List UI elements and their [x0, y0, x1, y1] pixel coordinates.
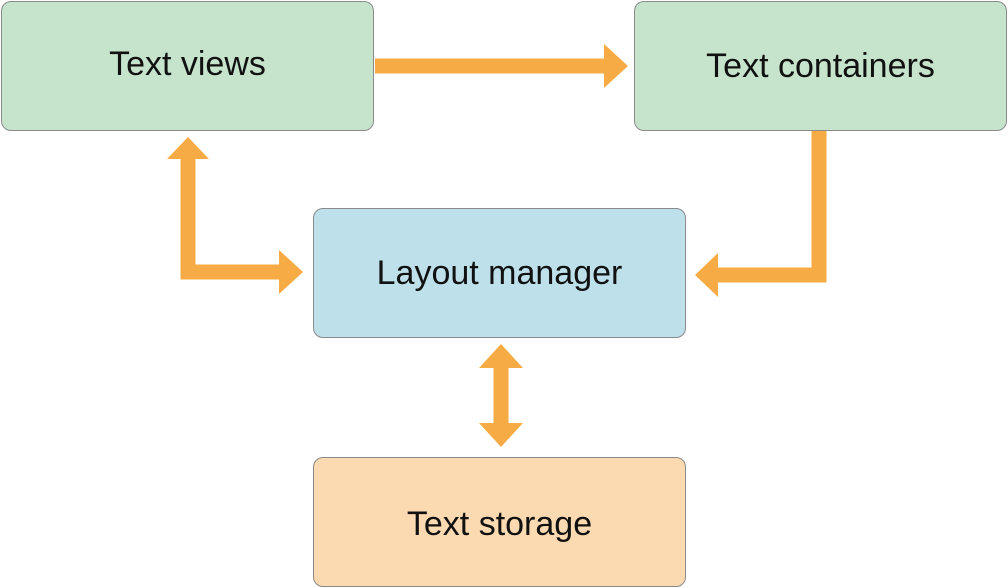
arrow-text-views-layout-manager-bidirectional — [167, 137, 303, 294]
arrow-layout-manager-text-storage-bidirectional — [479, 344, 523, 447]
node-text-storage-label: Text storage — [406, 504, 593, 543]
node-text-storage: Text storage — [313, 457, 686, 587]
node-text-containers: Text containers — [634, 1, 1007, 131]
node-text-containers-label: Text containers — [706, 46, 935, 85]
node-layout-manager: Layout manager — [313, 208, 686, 338]
node-text-views-label: Text views — [109, 44, 266, 83]
node-layout-manager-label: Layout manager — [376, 253, 623, 292]
arrow-text-views-to-text-containers — [375, 44, 628, 88]
node-text-views: Text views — [1, 1, 374, 131]
arrow-text-containers-to-layout-manager — [695, 131, 827, 297]
